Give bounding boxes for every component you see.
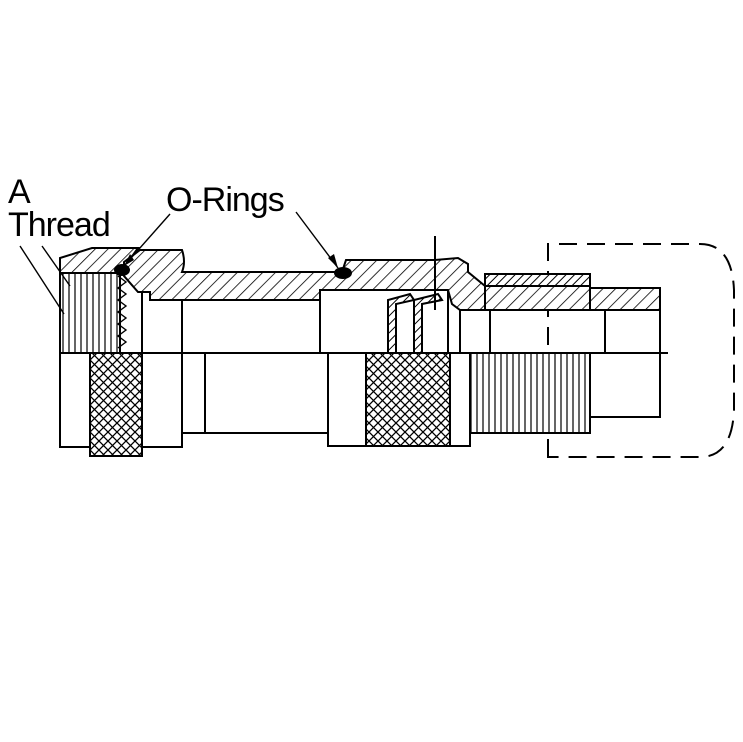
second-ring-knurl [365, 352, 451, 447]
thread-leader-1 [19, 245, 65, 315]
o-ring-right [334, 267, 352, 279]
rear-adapter-step [484, 273, 591, 287]
o-rings-label: O-Rings [166, 181, 284, 219]
mating-part-phantom-outline [547, 243, 735, 458]
second-ring-body-right [449, 352, 471, 447]
thread-teeth [116, 275, 128, 349]
oring-arrow-right [328, 254, 338, 268]
rear-adapter-grip [469, 352, 591, 434]
thread-leader-2 [41, 245, 71, 287]
coupling-nut-lower-ring [141, 352, 183, 448]
center-tube [181, 352, 331, 434]
coupling-nut-lower-body [59, 352, 93, 448]
o-ring-left [114, 264, 130, 276]
rear-adapter-end [589, 352, 661, 418]
rear-sleeve-hatched [589, 287, 661, 311]
spring-finger-2 [413, 292, 444, 354]
coupling-nut-knurl [89, 352, 143, 457]
thread-label-a: A [8, 173, 31, 211]
second-ring-body-left [327, 352, 369, 447]
thread-label: Thread [8, 206, 110, 244]
oring-arrow-left [124, 254, 134, 266]
rear-adapter-shell [484, 285, 591, 311]
spring-finger-1 [387, 292, 416, 354]
